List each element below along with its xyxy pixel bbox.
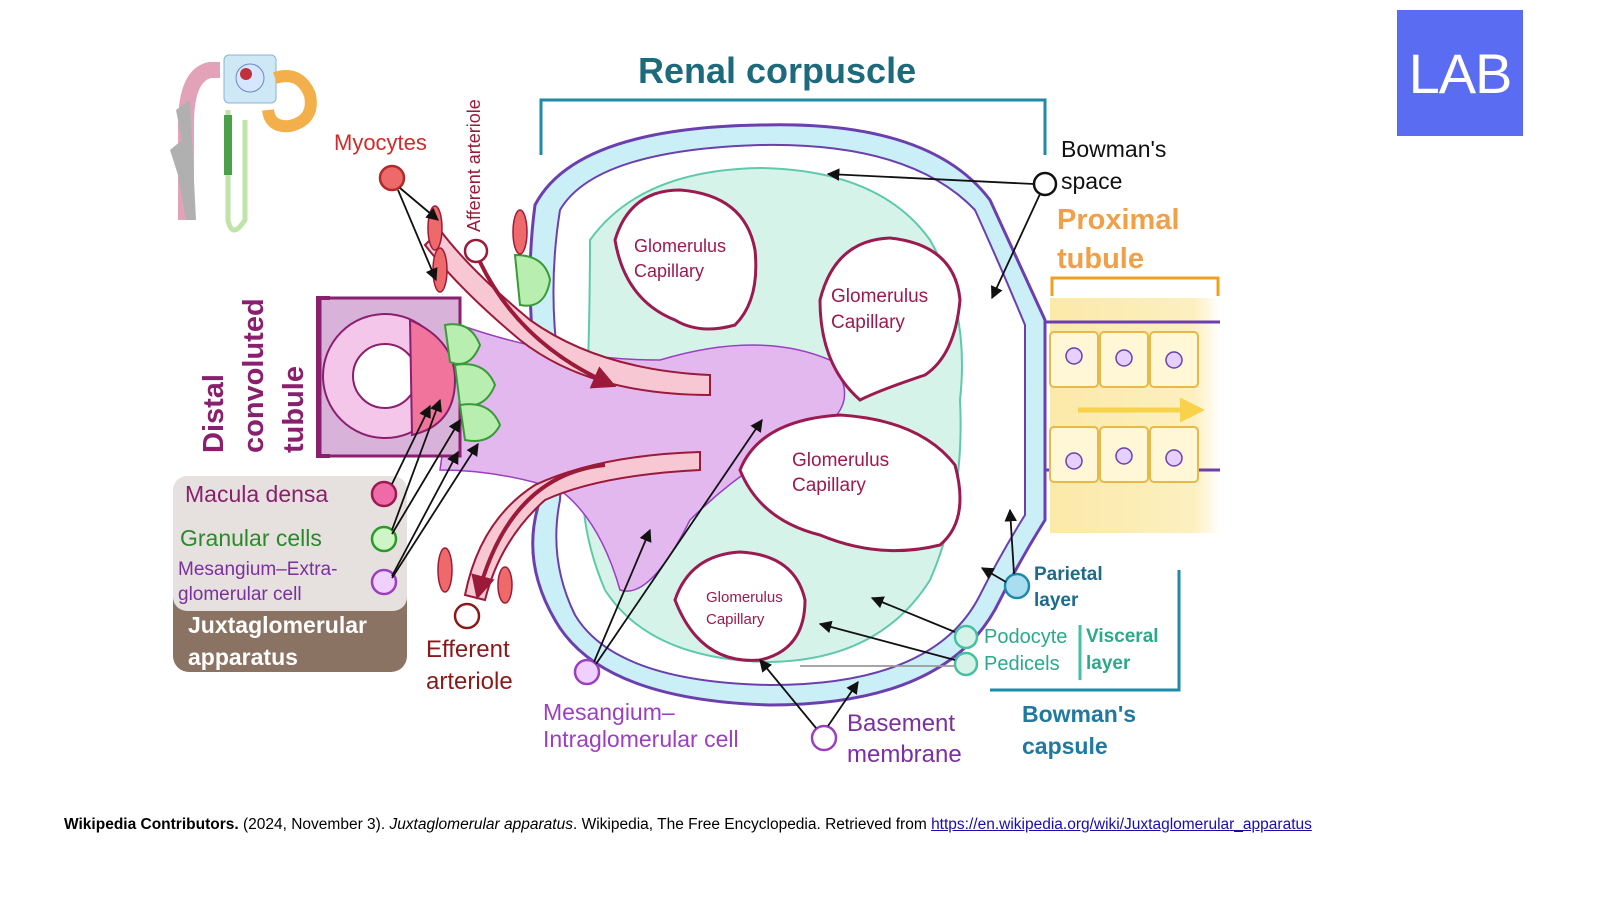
proximal-bracket: [1050, 276, 1220, 296]
bowmans-capsule-label-2: capsule: [1022, 733, 1108, 759]
glomerulus-capillary-label-2a: Glomerulus: [831, 286, 929, 307]
visceral-layer-label-2: layer: [1086, 653, 1131, 674]
bowmans-space-label-2: space: [1061, 168, 1123, 194]
efferent-arteriole-label-2: arteriole: [426, 668, 513, 695]
diagram-title: Renal corpuscle: [638, 50, 917, 91]
distal-tubule-shape: [318, 296, 462, 458]
basement-membrane-label-2: membrane: [847, 741, 962, 768]
citation-author: Wikipedia Contributors.: [64, 816, 239, 833]
pointer-arrows: [391, 168, 1041, 729]
glomerulus-capillary-label-1a: Glomerulus: [634, 236, 727, 256]
efferent-arteriole-label-1: Efferent: [426, 636, 510, 663]
pedicels-label: Pedicels: [984, 653, 1060, 675]
granular-cells-shape: [443, 253, 552, 442]
granular-cells-label: Granular cells: [180, 525, 322, 551]
parietal-layer-label-1: Parietal: [1034, 564, 1103, 585]
bowmans-capsule-bracket: [990, 570, 1181, 692]
bowmans-space-label-1: Bowman's: [1061, 136, 1167, 162]
glomerulus-capillary-label-2b: Capillary: [831, 312, 905, 333]
citation-title: Juxtaglomerular apparatus: [389, 816, 573, 833]
citation-link[interactable]: https://en.wikipedia.org/wiki/Juxtaglome…: [931, 816, 1312, 833]
afferent-arteriole-label: Afferent arteriole: [464, 99, 484, 232]
visceral-layer-label-1: Visceral: [1086, 626, 1159, 647]
proximal-tubule-label-1: Proximal: [1057, 204, 1180, 236]
juxtaglomerular-inner-box: [173, 476, 407, 611]
basement-membrane-label-1: Basement: [847, 710, 956, 737]
mesangium-extra-label-1: Mesangium–Extra-: [178, 559, 338, 580]
juxtaglomerular-label-2: apparatus: [188, 644, 298, 670]
citation-rest: . Wikipedia, The Free Encyclopedia. Retr…: [572, 816, 932, 833]
proximal-tubule-label-2: tubule: [1057, 243, 1144, 275]
mesangium-extra-label-2: glomerular cell: [178, 584, 302, 605]
glomerulus-capillary-label-3b: Capillary: [792, 475, 866, 496]
distal-label-1: Distal: [198, 374, 230, 453]
lab-logo: LAB: [1397, 10, 1523, 136]
bowmans-capsule-label-1: Bowman's: [1022, 701, 1137, 727]
citation: Wikipedia Contributors. (2024, November …: [64, 816, 1312, 834]
glomerulus-capillary-label-4b: Capillary: [706, 611, 765, 628]
podocyte-label: Podocyte: [984, 626, 1068, 648]
glomerulus-capillary-label-4a: Glomerulus: [706, 589, 783, 606]
nephron-thumbnail-icon: [170, 54, 317, 233]
mesangium-intra-label-2: Intraglomerular cell: [543, 726, 739, 752]
distal-bracket: [316, 296, 330, 458]
distal-label-3: tubule: [278, 366, 310, 453]
myocyte-cells-shape: [427, 205, 528, 604]
glomerulus-capillary-label-1b: Capillary: [634, 261, 705, 281]
macula-densa-label: Macula densa: [185, 481, 329, 507]
parietal-layer-label-2: layer: [1034, 590, 1079, 611]
mesangium-intra-label-1: Mesangium–: [543, 699, 675, 725]
glomerulus-capillaries: [613, 188, 962, 662]
citation-date: (2024, November 3).: [238, 816, 390, 833]
marker-circles: [370, 164, 1058, 752]
renal-corpuscle-bracket: [539, 98, 1047, 155]
myocytes-label: Myocytes: [334, 130, 427, 155]
proximal-tubule-shape: [1045, 298, 1220, 533]
glomerulus-capillary-label-3a: Glomerulus: [792, 450, 890, 471]
distal-label-2: convoluted: [238, 298, 270, 453]
juxtaglomerular-label-1: Juxtaglomerular: [188, 612, 367, 638]
